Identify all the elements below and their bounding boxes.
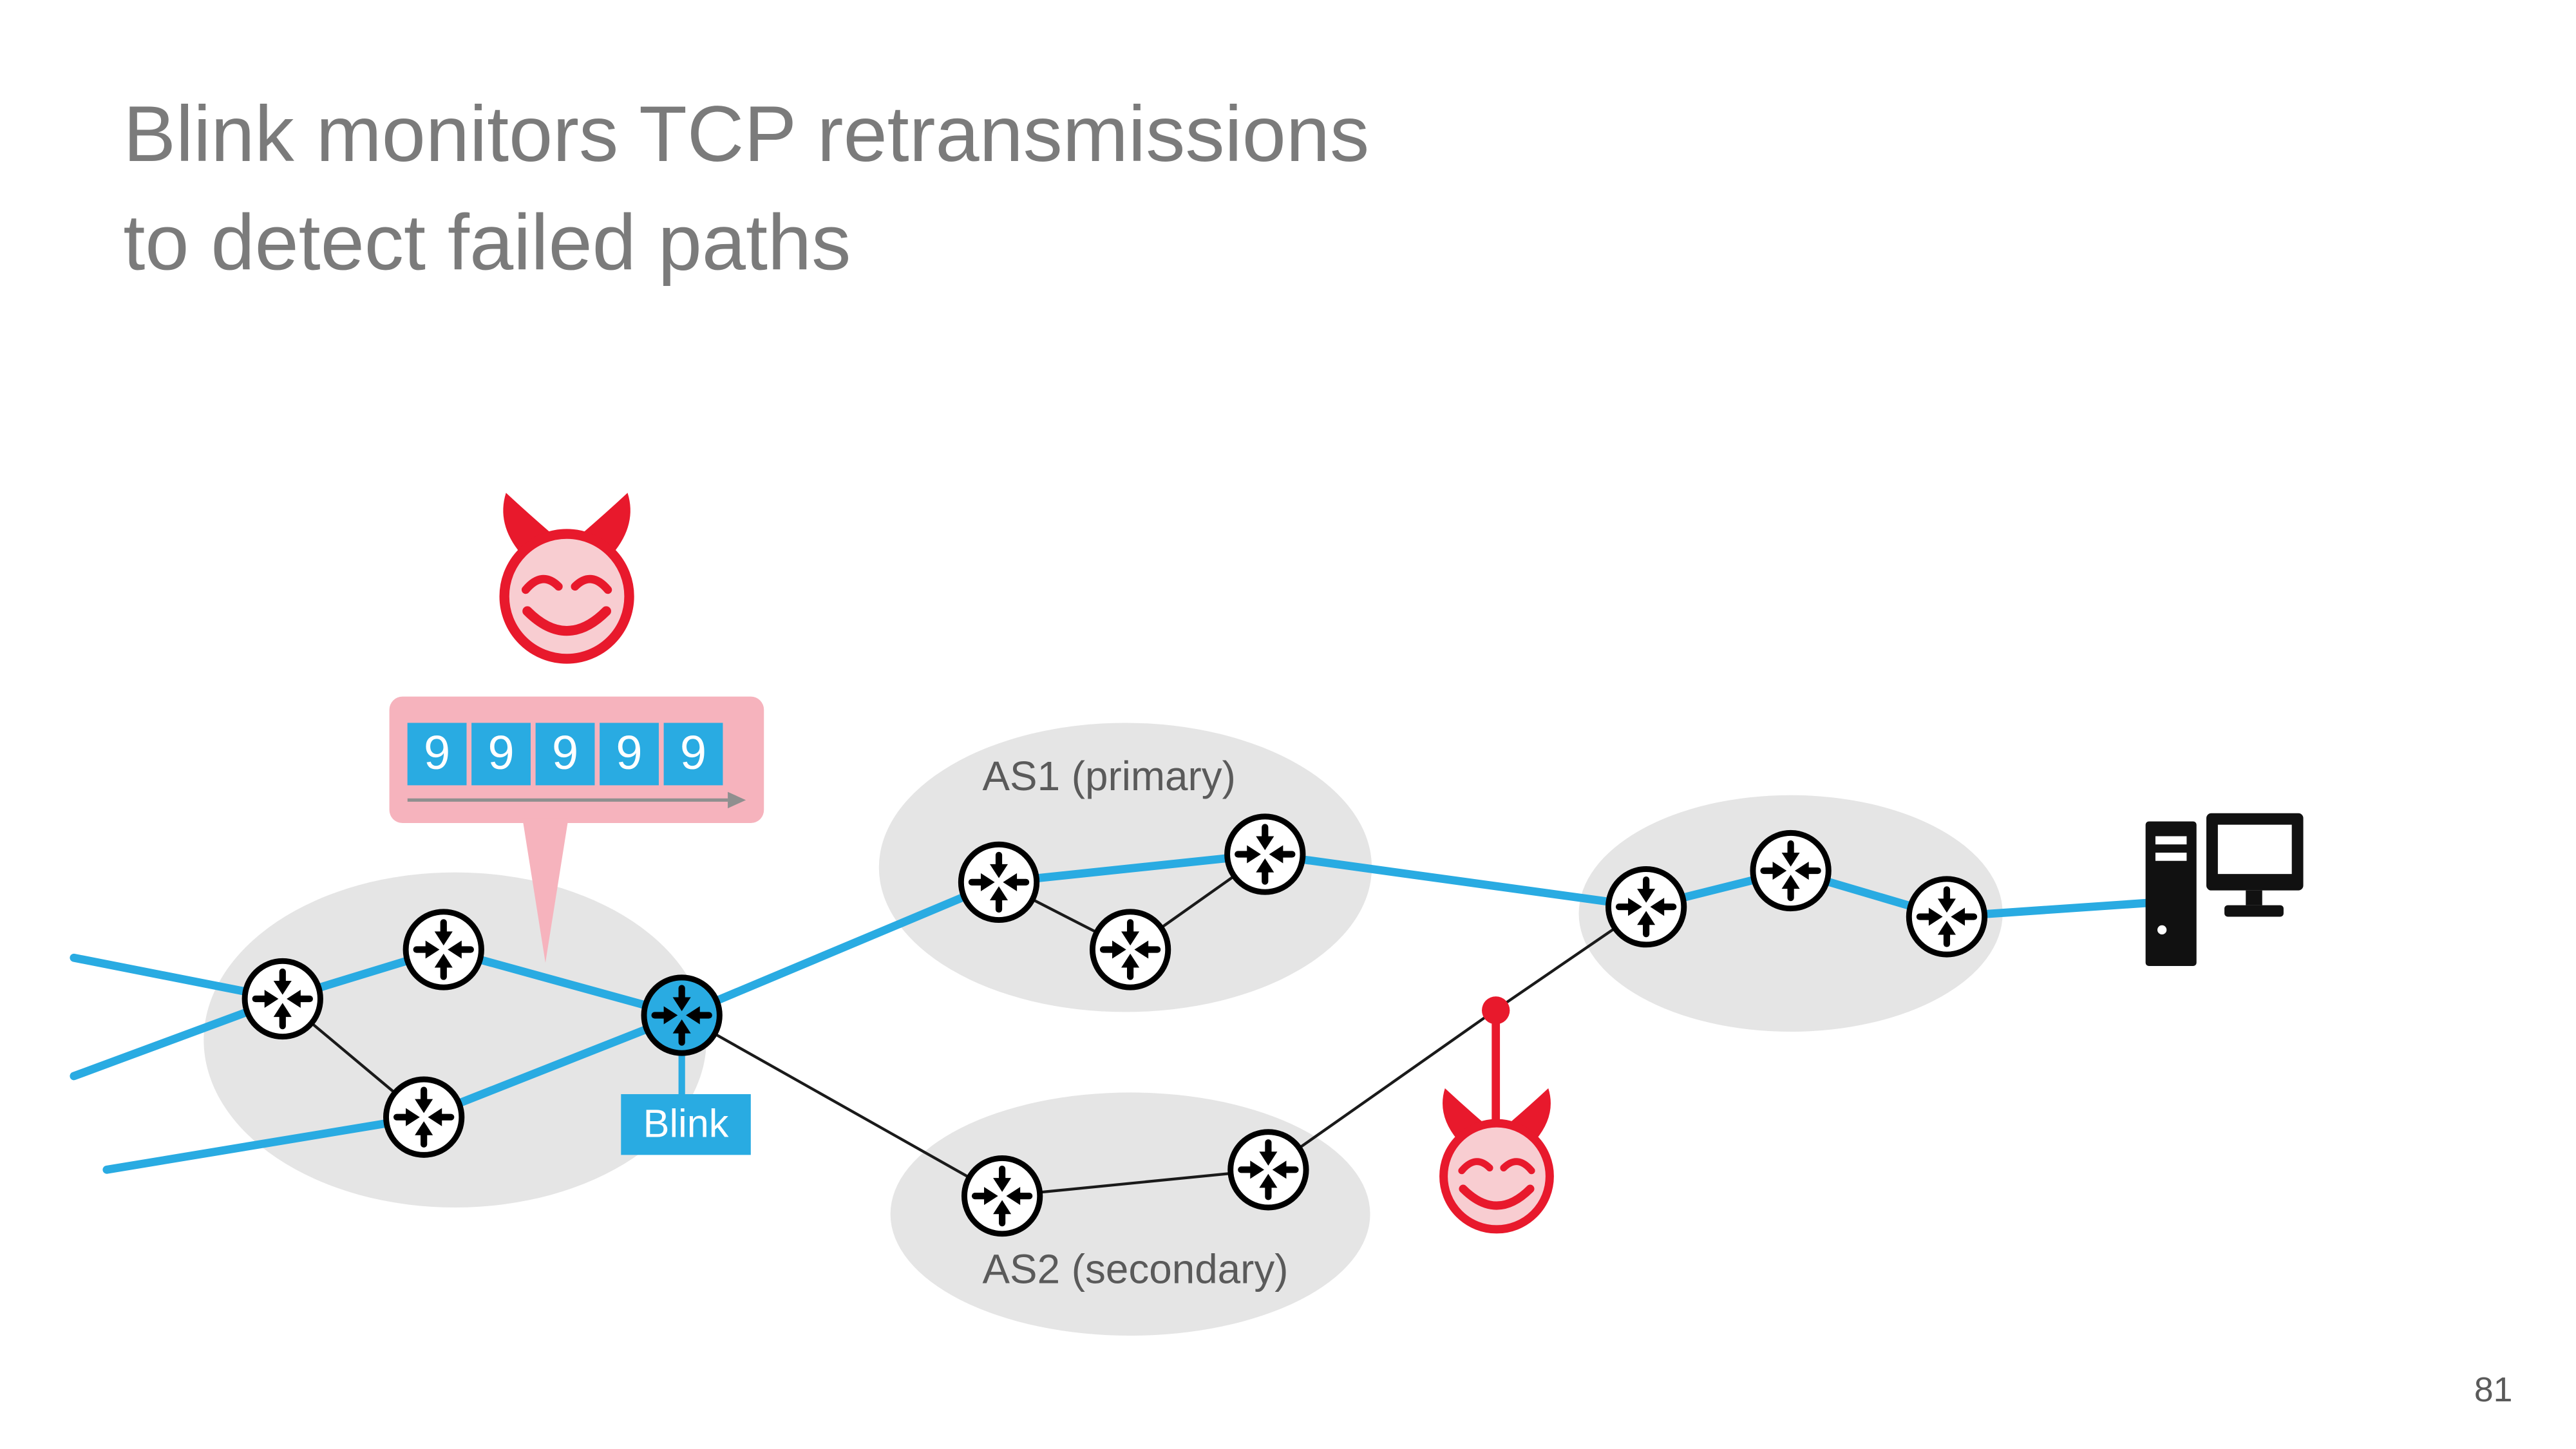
- time-arrow-icon: [407, 791, 746, 809]
- sequence-digit: 9: [407, 723, 467, 786]
- as2-label: AS2 (secondary): [982, 1247, 1289, 1293]
- failure-point-dot: [1482, 996, 1510, 1025]
- router-icon: [406, 912, 481, 987]
- sequence-digit: 9: [535, 723, 595, 786]
- router-icon: [961, 844, 1036, 920]
- router-icon: [1608, 869, 1683, 944]
- link-as2-internal: [1001, 1168, 1269, 1198]
- sequence-digit: 9: [663, 723, 723, 786]
- router-icon: [1753, 833, 1828, 908]
- blink-router-icon: [641, 974, 723, 1056]
- router-icon: [1227, 817, 1303, 892]
- slide-title: Blink monitors TCP retransmissions to de…: [123, 82, 1369, 299]
- attacker-devil-icon-top: [503, 493, 630, 659]
- callout-tail: [522, 818, 569, 963]
- sequence-digits: 9 9 9 9 9: [407, 723, 723, 786]
- blink-label: Blink: [621, 1094, 751, 1155]
- router-icon: [964, 1158, 1039, 1233]
- title-line-1: Blink monitors TCP retransmissions: [123, 91, 1370, 180]
- as1-label: AS1 (primary): [982, 753, 1236, 800]
- cloud-as2: [890, 1092, 1370, 1336]
- sequence-digit: 9: [600, 723, 659, 786]
- router-icon: [245, 961, 320, 1036]
- link-as2-failure: [1267, 1009, 1496, 1171]
- tcp-retransmission-box: 9 9 9 9 9: [389, 696, 764, 824]
- router-icon: [1092, 912, 1168, 987]
- primary-traffic-path: [70, 850, 2166, 1019]
- router-icon: [386, 1079, 461, 1155]
- title-line-2: to detect failed paths: [123, 200, 851, 288]
- destination-computer-icon: [2145, 813, 2304, 966]
- cloud-destination-as: [1578, 795, 2003, 1032]
- cloud-source-as: [204, 872, 706, 1208]
- router-icon: [1231, 1132, 1306, 1208]
- sequence-digit: 9: [471, 723, 531, 786]
- page-number: 81: [2474, 1372, 2513, 1410]
- link-blink-as2: [681, 1014, 1003, 1198]
- router-icon: [1909, 879, 1984, 954]
